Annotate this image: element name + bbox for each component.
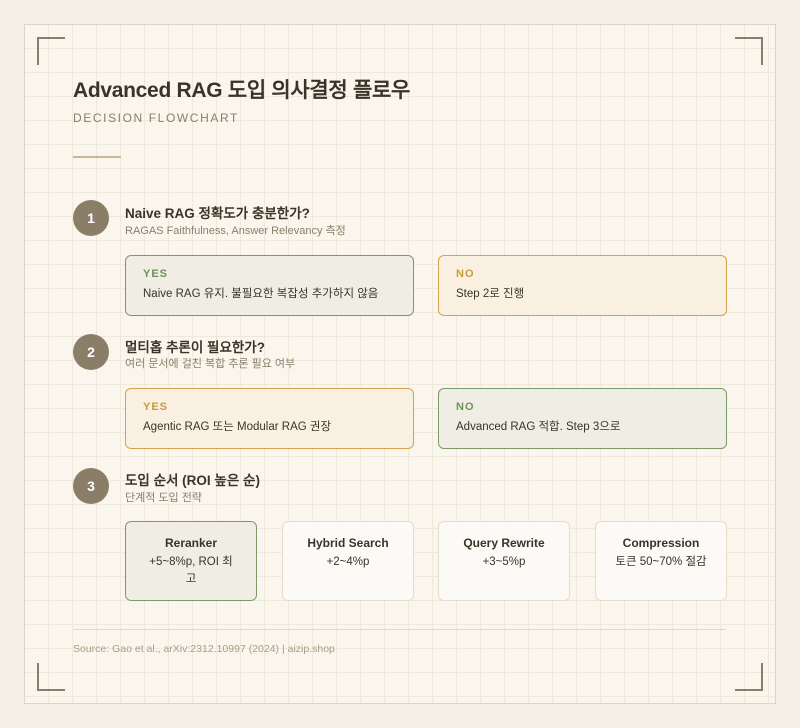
option-desc: +2~4%p [326,556,370,568]
option-desc: +3~5%p [482,556,526,568]
step-number-badge: 3 [73,468,109,504]
step-description: 단계적 도입 전략 [125,492,202,504]
page-subtitle: DECISION FLOWCHART [73,111,239,125]
step-title: 멀티홉 추론이 필요한가? [125,340,265,355]
corner-decoration [37,37,65,65]
option-title: Reranker [164,536,218,550]
step-title: 도입 순서 (ROI 높은 순) [125,473,260,488]
option-title: Query Rewrite [463,536,545,550]
option-title: Hybrid Search [307,536,389,550]
corner-decoration [735,37,763,65]
option-desc: 토큰 50~70% 절감 [615,556,707,568]
outcome-text: Advanced RAG 적합. Step 3으로 [456,421,621,433]
yes-outcome-box: YES Agentic RAG 또는 Modular RAG 권장 [125,388,414,449]
no-label: NO [456,401,475,413]
page-title: Advanced RAG 도입 의사결정 플로우 [73,79,411,102]
footer-divider [73,629,726,630]
step-title: Naive RAG 정확도가 충분한가? [125,206,310,221]
option-hybrid-search: Hybrid Search +2~4%p [282,521,414,601]
yes-label: YES [143,268,169,280]
corner-decoration [735,663,763,691]
step-number-badge: 1 [73,200,109,236]
no-outcome-box: NO Advanced RAG 적합. Step 3으로 [438,388,727,449]
corner-decoration [37,663,65,691]
outcome-text: Naive RAG 유지. 불필요한 복잡성 추가하지 않음 [143,288,379,300]
step-description: RAGAS Faithfulness, Answer Relevancy 측정 [125,225,346,237]
yes-outcome-box: YES Naive RAG 유지. 불필요한 복잡성 추가하지 않음 [125,255,414,316]
step-description: 여러 문서에 걸친 복합 추론 필요 여부 [125,358,296,370]
option-desc: +5~8%p, ROI 최고 [149,556,233,585]
accent-divider [73,156,121,158]
outcome-text: Step 2로 진행 [456,288,525,300]
option-query-rewrite: Query Rewrite +3~5%p [438,521,570,601]
outcome-text: Agentic RAG 또는 Modular RAG 권장 [143,421,332,433]
step-number-badge: 2 [73,334,109,370]
no-label: NO [456,268,475,280]
option-title: Compression [622,536,700,550]
option-reranker: Reranker +5~8%p, ROI 최고 [125,521,257,601]
option-compression: Compression 토큰 50~70% 절감 [595,521,727,601]
yes-label: YES [143,401,169,413]
source-citation: Source: Gao et al., arXiv:2312.10997 (20… [73,643,335,655]
no-outcome-box: NO Step 2로 진행 [438,255,727,316]
